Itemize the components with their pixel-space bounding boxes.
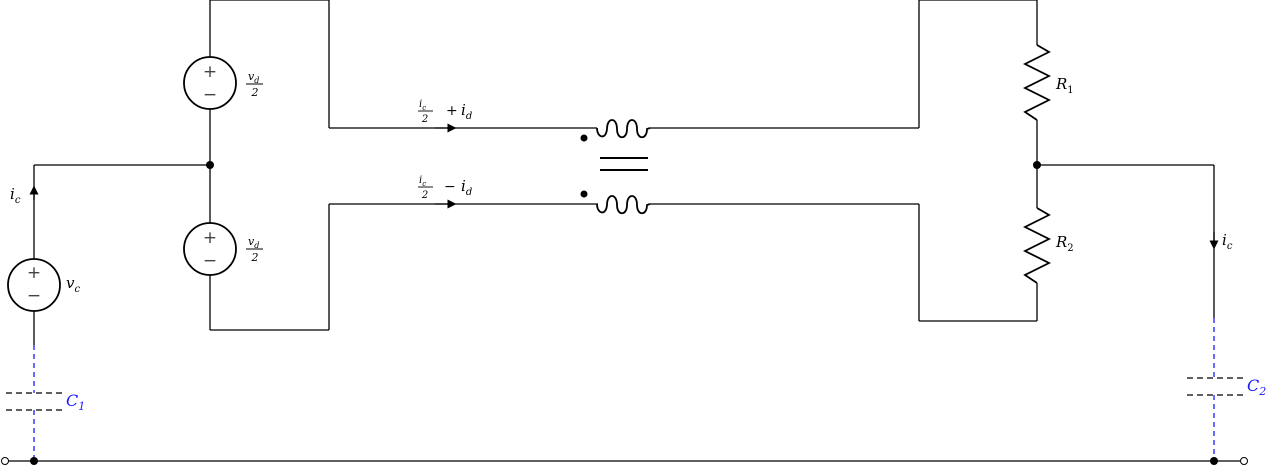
label-top-den: 2 — [421, 114, 428, 125]
polarity-dot-bottom — [580, 190, 588, 198]
minus-sign: − — [203, 85, 217, 105]
differential-source-stack — [206, 0, 330, 331]
right-network — [650, 0, 1041, 322]
label-bottom-num: ic — [419, 175, 426, 188]
coil-bottom — [596, 195, 651, 215]
ground-rail — [1, 457, 1248, 465]
ground-junction-right — [1210, 457, 1218, 465]
label-c1: C1 — [66, 391, 85, 413]
coupled-inductor — [565, 119, 651, 215]
label-r1: R1 — [1055, 75, 1074, 96]
source-circle — [183, 222, 237, 276]
terminal-right — [1240, 457, 1248, 465]
polarity-dot-top — [580, 134, 588, 142]
source-circle — [183, 56, 237, 110]
plus-sign: + — [203, 62, 217, 82]
bottom-line: ic 2 − id — [329, 175, 598, 209]
voltage-source-vd-bottom: + − vd 2 — [183, 222, 263, 276]
minus-sign: − — [27, 286, 41, 306]
resistor-r1: R1 — [1022, 44, 1074, 121]
label-bottom-den: 2 — [421, 190, 428, 201]
left-branch — [29, 164, 210, 460]
label-top-num: ic — [419, 99, 426, 112]
label-left-ic: ic — [10, 185, 21, 206]
label-bottom-op: − — [444, 179, 456, 195]
ground-junction-left — [30, 457, 38, 465]
coil-top — [596, 119, 651, 139]
terminal-left — [1, 457, 9, 465]
label-bottom-id: id — [461, 177, 472, 198]
label-right-ic: ic — [1222, 231, 1233, 252]
label-r2: R2 — [1055, 233, 1074, 254]
capacitor-c1: C1 — [6, 391, 85, 413]
top-line: ic 2 + id — [329, 99, 565, 133]
label-vd-bottom-den: 2 — [251, 251, 259, 264]
label-c2: C2 — [1247, 376, 1266, 398]
plus-sign: + — [203, 228, 217, 248]
label-vc: vc — [66, 274, 80, 295]
right-branch: ic — [1037, 164, 1233, 460]
label-vd-bottom-num: vd — [248, 235, 259, 250]
junction-left-mid — [206, 161, 214, 169]
minus-sign: − — [203, 251, 217, 271]
resistor-r2: R2 — [1022, 207, 1074, 284]
label-vd-top-num: vd — [248, 70, 259, 85]
label-top-id: id — [461, 101, 472, 122]
r2-zigzag — [1022, 207, 1052, 284]
label-top-op: + — [446, 103, 458, 119]
capacitor-c2: C2 — [1187, 376, 1266, 398]
voltage-source-vd-top: + − vd 2 — [183, 56, 263, 110]
source-circle — [7, 258, 61, 312]
plus-sign: + — [27, 263, 41, 283]
r1-zigzag — [1022, 44, 1052, 121]
voltage-source-vc: + − vc — [7, 258, 80, 312]
label-vd-top-den: 2 — [251, 86, 259, 99]
